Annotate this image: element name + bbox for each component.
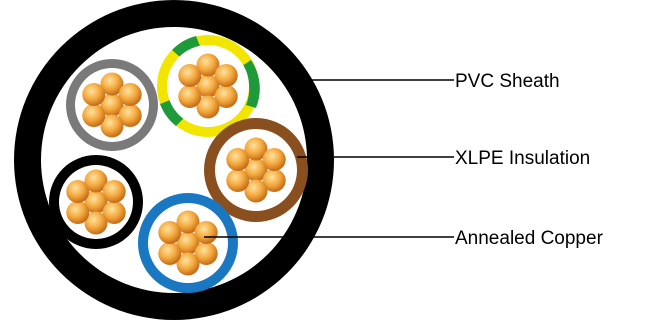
- copper-strand: [244, 158, 268, 182]
- copper-strand: [102, 180, 126, 203]
- copper-strand: [178, 64, 202, 87]
- copper-strand: [100, 114, 124, 138]
- copper-strand: [244, 137, 268, 161]
- copper-strand: [226, 148, 250, 171]
- black-core: [49, 155, 143, 249]
- copper-strand: [66, 201, 90, 224]
- copper-strand: [262, 169, 286, 192]
- copper-strand: [84, 169, 108, 193]
- copper-strand: [214, 85, 238, 108]
- copper-strand: [244, 179, 268, 203]
- copper-strand: [158, 242, 182, 265]
- copper-strand: [176, 252, 200, 276]
- copper-strand: [118, 83, 142, 106]
- copper-strand: [226, 169, 250, 192]
- copper-strand: [196, 74, 220, 98]
- green-yellow-core: [157, 35, 260, 137]
- copper-strand: [102, 201, 126, 224]
- copper-strand: [82, 83, 106, 106]
- grey-core: [66, 59, 158, 151]
- copper-strand: [84, 190, 108, 214]
- copper-strand: [178, 85, 202, 108]
- blue-core: [138, 193, 238, 293]
- brown-copper-strands: [226, 137, 286, 203]
- copper-strand: [196, 53, 220, 77]
- copper-strand: [194, 221, 218, 244]
- pvc-sheath-label: PVC Sheath: [455, 71, 560, 92]
- copper-strand: [100, 93, 124, 117]
- copper-strand: [100, 72, 124, 96]
- copper-strand: [84, 211, 108, 235]
- brown-core: [204, 118, 308, 222]
- copper-strand: [118, 104, 142, 127]
- annealed-copper-label: Annealed Copper: [455, 228, 604, 249]
- blue-copper-strands: [158, 210, 218, 276]
- xlpe-insulation-label: XLPE Insulation: [455, 148, 590, 169]
- green-stripe-bottom-left: [160, 100, 184, 126]
- grey-copper-strands: [82, 72, 142, 138]
- copper-strand: [196, 95, 220, 119]
- black-copper-strands: [66, 169, 126, 235]
- copper-strand: [82, 104, 106, 127]
- copper-strand: [262, 148, 286, 171]
- copper-strand: [176, 231, 200, 255]
- green-stripe-top-left: [172, 36, 200, 57]
- copper-strand: [176, 210, 200, 234]
- copper-strand: [158, 221, 182, 244]
- green-yellow-copper-strands: [178, 53, 238, 119]
- copper-strand: [66, 180, 90, 203]
- copper-strand: [214, 64, 238, 87]
- copper-strand: [194, 242, 218, 265]
